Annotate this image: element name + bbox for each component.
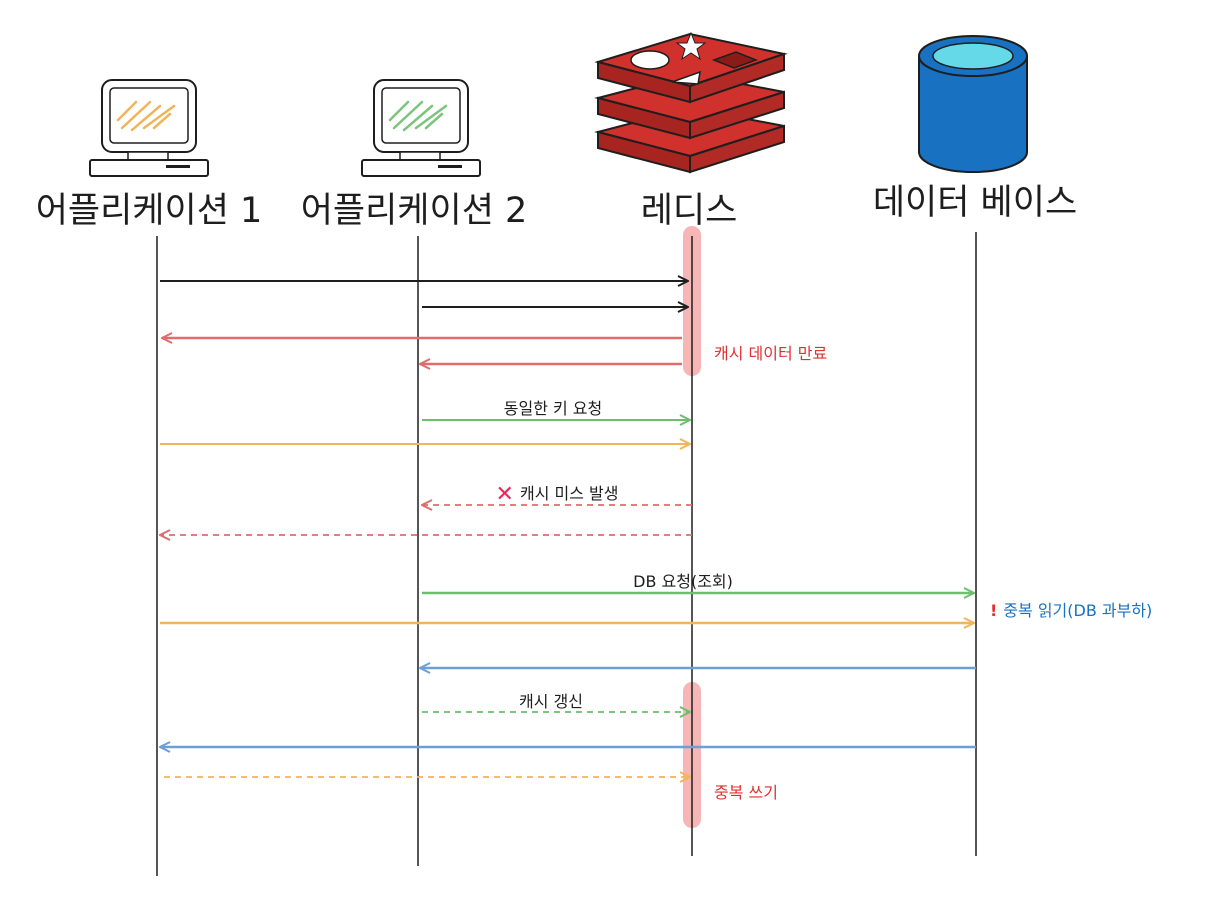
redis-logo-icon	[594, 31, 788, 174]
actor-label-database: 데이터 베이스	[872, 183, 1078, 223]
actor-label-app2: 어플리케이션 2	[300, 191, 528, 231]
database-cylinder-icon	[918, 35, 1028, 173]
note-duplicate-read-text: 중복 읽기(DB 과부하)	[1003, 601, 1153, 620]
message-label-text: 캐시 미스 발생	[519, 484, 619, 503]
exclamation-mark-icon: !	[990, 601, 998, 620]
actor-label-app1: 어플리케이션 1	[35, 191, 263, 231]
message-label: 캐시 갱신	[519, 692, 583, 711]
computer-icon	[361, 79, 481, 177]
message-label: 동일한 키 요청	[503, 399, 603, 418]
note-duplicate-write: 중복 쓰기	[714, 783, 778, 802]
note-duplicate-read: ! 중복 읽기(DB 과부하)	[990, 597, 1152, 621]
computer-icon	[89, 79, 209, 177]
message-label: ✕ 캐시 미스 발생	[496, 480, 619, 507]
cross-mark-icon: ✕	[495, 482, 514, 507]
actor-label-redis: 레디스	[640, 191, 738, 231]
message-label: DB 요청(조회)	[633, 572, 733, 591]
note-cache-expired: 캐시 데이터 만료	[714, 344, 828, 363]
